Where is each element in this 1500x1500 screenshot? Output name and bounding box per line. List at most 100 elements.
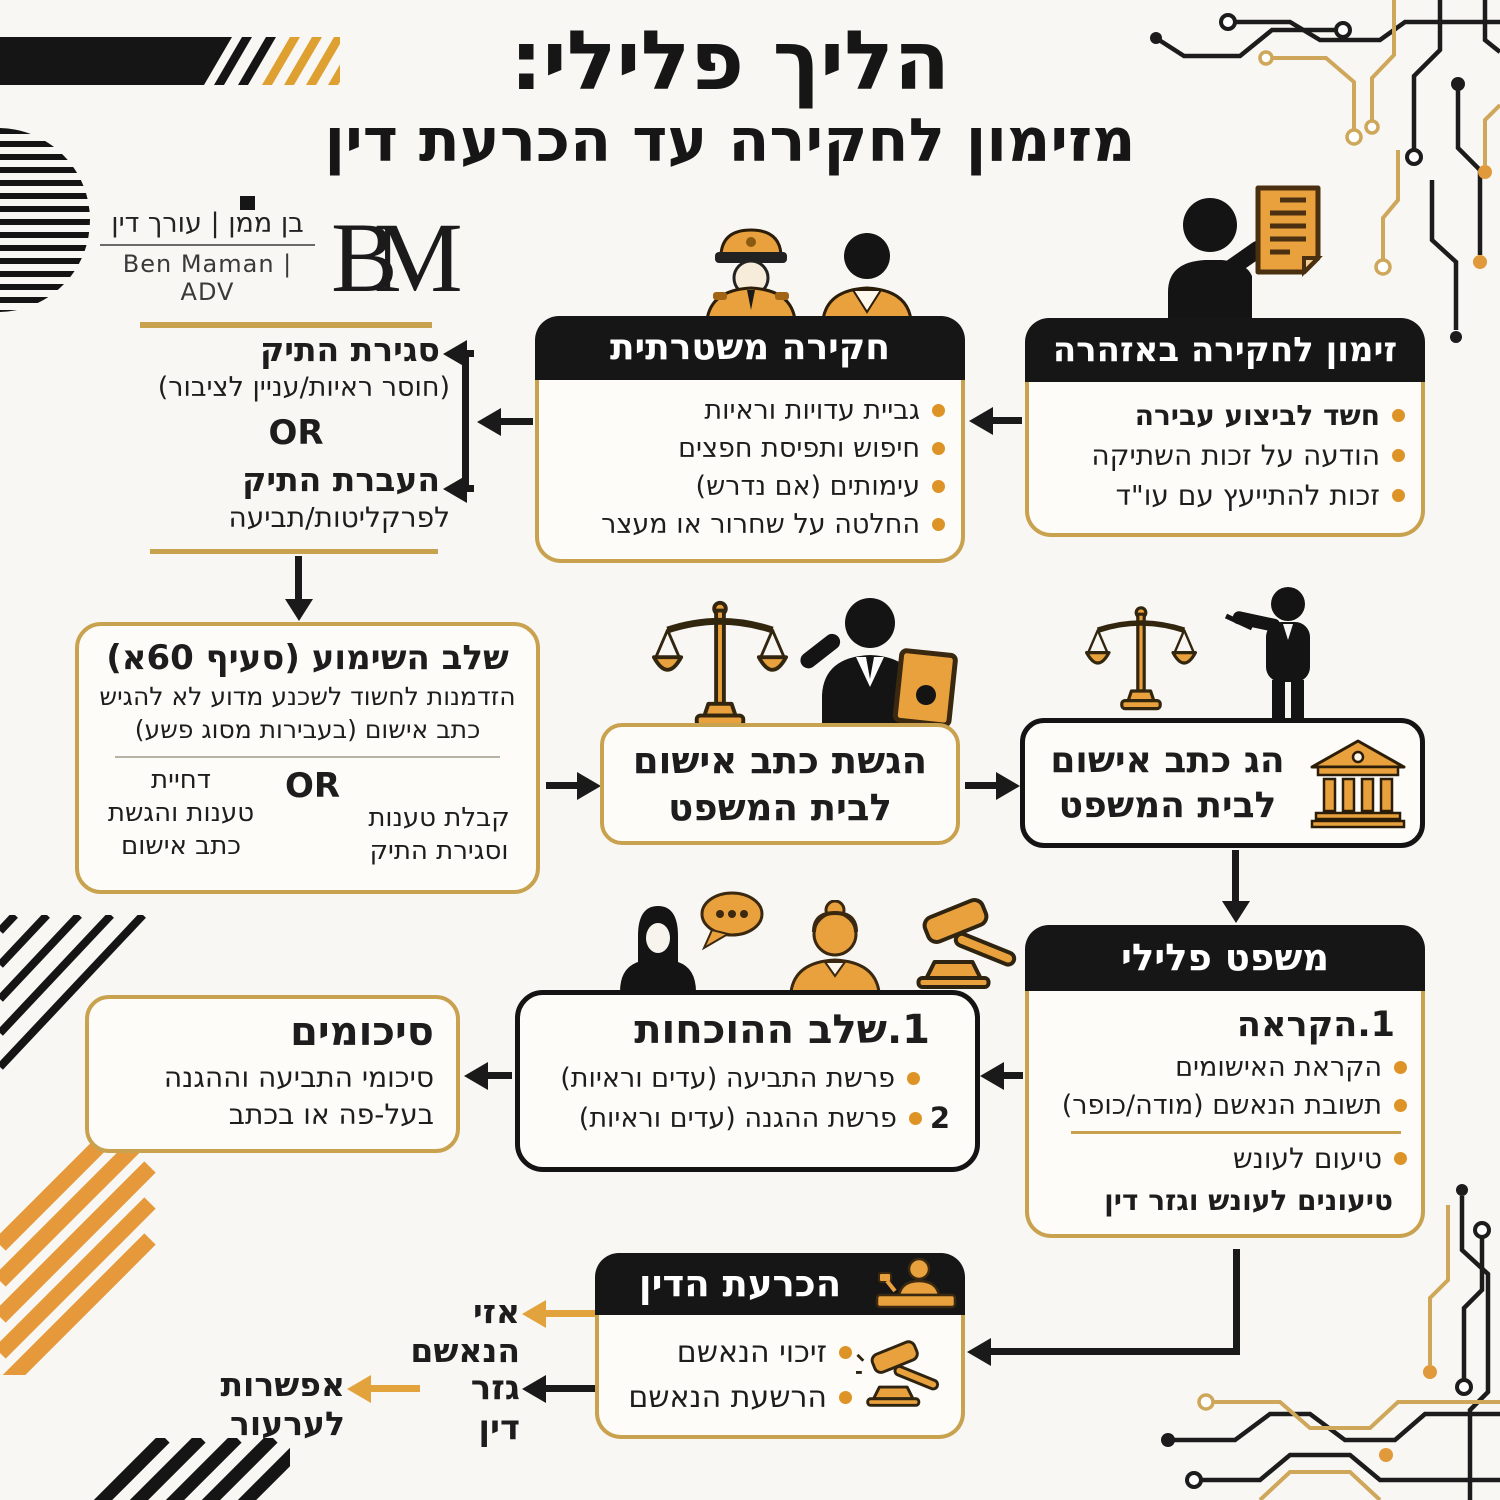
arrow-sentence-to-appeal [370, 1385, 420, 1392]
logo-square-mark [240, 196, 255, 210]
person-with-document-icon [1168, 185, 1323, 325]
bullet-icon [932, 404, 945, 417]
orange-stripes-decoration [0, 1135, 156, 1375]
verdict-bullet: הרשעת הנאשם [628, 1380, 827, 1415]
page-title: הליך פלילי: מזימון לחקירה עד הכרעת דין [150, 14, 1310, 176]
police-investigation-box: חקירה משטרתית גביית עדויות וראיות חיפוש … [535, 316, 965, 563]
filing-line2: לבית המשפט [668, 786, 892, 829]
verdict-box: הכרעת הדין זיכוי הנאשם הרשעת הנאשם [595, 1253, 965, 1439]
hearing-or-label: OR [284, 766, 341, 806]
filing-line1: הגשת כתב אישום [632, 739, 928, 782]
bullet-icon [1392, 449, 1405, 462]
closure-or-label: OR [268, 413, 324, 453]
filed-line1: הג כתב אישום [1050, 740, 1285, 781]
summons-bullet: זכות להתייעץ עם עו"ד [1115, 479, 1380, 512]
arrow-police-to-closure [500, 418, 533, 425]
bullet-icon [932, 518, 945, 531]
arrow-filed-to-trial [1232, 850, 1239, 902]
hearing-reject-line2: טענות והגשת [107, 798, 255, 828]
bullet-icon [1394, 1152, 1407, 1165]
filed-line2: לבית המשפט [1058, 785, 1277, 826]
logo-monogram: B M [331, 201, 463, 313]
gavel-icon [916, 898, 1018, 989]
summons-bullet: הודעה על זכות השתיקה [1091, 439, 1380, 472]
logo-english-text: Ben Maman | ADV [122, 250, 293, 306]
arrow-hearing-to-filing [546, 782, 578, 789]
courthouse-icon [1310, 739, 1406, 829]
arrow-to-transfer-case [466, 485, 474, 492]
arrow-filing-to-filed [965, 782, 997, 789]
woman-with-speech-bubble-icon [620, 891, 764, 992]
trial-box-header: משפט פלילי [1025, 925, 1425, 991]
acquittal-outcome-label: אזי הנאשם [410, 1292, 520, 1370]
hearing-stage-box: שלב השימוע (סעיף 60א) הזדמנות לחשוד לשכנ… [75, 622, 540, 894]
hearing-title: שלב השימוע (סעיף 60א) [106, 638, 509, 678]
summons-box: זימון לחקירה באזהרה חשד לביצוע עבירה הוד… [1025, 318, 1425, 537]
hearing-desc1: הזדמנות לחשוד לשכנע מדוע לא להגיש [99, 682, 516, 711]
evidence-bullet2-number: 2 [929, 1101, 950, 1135]
arrow-verdict-to-acquittal [545, 1310, 595, 1317]
scales-of-justice-icon-2 [1085, 598, 1197, 720]
hearing-reject-line3: כתב אישום [120, 831, 242, 861]
pointing-lawyer-icon [1224, 587, 1310, 726]
logo-hebrew-text: בן ממן | עורך דין [100, 208, 315, 246]
circuit-top-right-decoration [1150, 0, 1500, 343]
bullet-icon [932, 480, 945, 493]
bullet-icon [1394, 1061, 1407, 1074]
police-box-header: חקירה משטרתית [535, 316, 965, 380]
police-bullet: החלטה על שחרור או מעצר [601, 509, 920, 540]
woman-witness-icon [789, 900, 881, 992]
close-case-option: סגירת התיק [259, 330, 440, 369]
case-closure-options: סגירת התיק (חוסר ראיות/עניין לציבור) OR … [142, 330, 450, 536]
firm-logo: בן ממן | עורך דין Ben Maman | ADV B M [100, 201, 463, 313]
bullet-icon [839, 1391, 852, 1404]
filing-indictment-box: הגשת כתב אישום לבית המשפט [600, 723, 960, 845]
trial-sentencing-line: טיעונים לעונש וגזר דין [1104, 1184, 1393, 1217]
logo-gold-underline [140, 322, 432, 328]
trial-bullet: תשובת הנאשם (מודה/כופר) [1061, 1090, 1382, 1121]
bottomleft-stripes-decoration [93, 1438, 290, 1500]
closure-gold-underline [150, 549, 438, 554]
circuit-bottom-right-decoration [1161, 1184, 1500, 1500]
hearing-accept-line2: וסגירת התיק [369, 836, 509, 866]
summons-box-header: זימון לחקירה באזהרה [1025, 318, 1425, 382]
scales-of-justice-icon [650, 597, 790, 733]
transfer-case-option: העברת התיק [242, 460, 440, 499]
evidence-title: 1.שלב ההוכחות [634, 1007, 930, 1053]
police-bullet: עימותים (אם נדרש) [695, 471, 920, 502]
arrow-trial-to-verdict [990, 1348, 1240, 1355]
page-title-line2: מזימון לחקירה עד הכרעת דין [324, 105, 1136, 176]
closure-bracket-line [462, 350, 469, 492]
hearing-desc2: כתב אישום (בעבירות מסוג פשע) [134, 715, 481, 744]
criminal-trial-box: משפט פלילי 1.הקראה הקראת האישומים תשובת … [1025, 925, 1425, 1238]
line-trial-down [1233, 1249, 1240, 1352]
bullet-icon [839, 1346, 852, 1359]
police-bullet: גביית עדויות וראיות [704, 395, 920, 426]
page-title-line1: הליך פלילי: [509, 14, 951, 109]
logo-letter-b: B [331, 201, 398, 313]
bullet-icon [908, 1111, 922, 1125]
arrow-closure-to-hearing [295, 556, 302, 600]
summaries-box: סיכומים סיכומי התביעה וההגנה בעל-פה או ב… [85, 995, 460, 1153]
prosecutor-with-folder-icon [800, 598, 958, 730]
trial-divider [1071, 1131, 1401, 1134]
arrow-trial-to-evidence [1003, 1072, 1023, 1079]
verdict-bullet: זיכוי הנאשם [676, 1335, 827, 1370]
gavel-small-icon [856, 1338, 941, 1407]
indictment-filed-box: הג כתב אישום לבית המשפט [1020, 718, 1425, 848]
hearing-reject-line1: דחיית [151, 765, 211, 795]
transfer-case-note: לפרקליטות/תביעה [228, 501, 450, 534]
judge-icon [875, 1257, 957, 1309]
arrow-evidence-to-summary [487, 1072, 512, 1079]
evidence-stage-box: 1.שלב ההוכחות פרשת התביעה (עדים וראיות) … [515, 990, 980, 1172]
logo-letter-m: M [373, 201, 463, 313]
evidence-bullet1: פרשת התביעה (עדים וראיות) [560, 1063, 895, 1094]
bullet-icon [932, 442, 945, 455]
trial-stage-title: 1.הקראה [1236, 1005, 1395, 1045]
trial-bullet: הקראת האישומים [1175, 1052, 1382, 1083]
police-officer-and-suspect-icon [705, 228, 913, 320]
sentence-outcome-label: גזר דין [470, 1368, 520, 1448]
appeal-outcome-label: אפשרות לערעור [220, 1365, 346, 1443]
arrow-to-close-case [466, 350, 474, 357]
